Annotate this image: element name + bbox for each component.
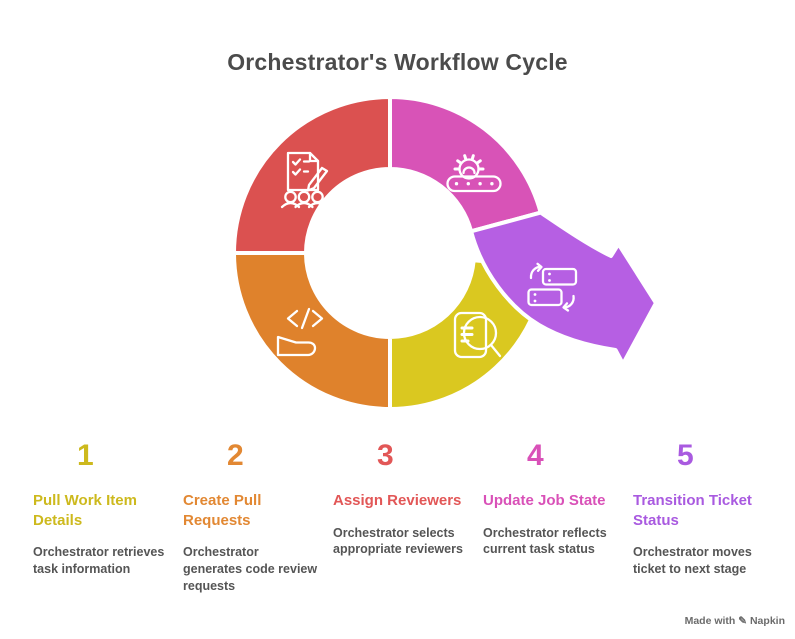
step-column-3: 3 Assign Reviewers Orchestrator selects … — [333, 441, 471, 558]
step-description: Orchestrator selects appropriate reviewe… — [333, 525, 463, 557]
code-icon — [276, 307, 324, 357]
step-number: 2 — [227, 439, 244, 472]
step-description: Orchestrator retrieves task information — [33, 545, 165, 576]
step-description: Orchestrator reflects current task statu… — [483, 525, 607, 557]
step-column-4: 4 Update Job State Orchestrator reflects… — [483, 441, 621, 558]
step-number: 1 — [77, 439, 94, 472]
steps-row: 1 Pull Work Item Details Orchestrator re… — [0, 441, 795, 611]
step-column-1: 1 Pull Work Item Details Orchestrator re… — [33, 441, 171, 578]
segment-transition-ticket-status-arrow — [469, 210, 658, 366]
document-search-icon — [453, 311, 502, 359]
step-title: Create Pull Requests — [183, 492, 262, 529]
step-title: Transition Ticket Status — [633, 492, 752, 529]
step-column-5: 5 Transition Ticket Status Orchestrator … — [633, 441, 771, 578]
review-checklist-icon — [280, 151, 329, 209]
segment-assign-reviewers — [232, 95, 392, 255]
ticket-transfer-icon — [527, 262, 578, 312]
step-description: Orchestrator generates code review reque… — [183, 545, 318, 593]
step-title: Pull Work Item Details — [33, 492, 137, 529]
step-number: 4 — [527, 439, 544, 472]
workflow-cycle-diagram — [232, 95, 658, 411]
step-description: Orchestrator moves ticket to next stage — [633, 545, 752, 576]
step-number: 3 — [377, 439, 394, 472]
step-column-2: 2 Create Pull Requests Orchestrator gene… — [183, 441, 321, 595]
segment-update-job-state — [388, 95, 543, 234]
gear-progress-icon — [446, 154, 502, 193]
segment-create-pull-requests — [232, 251, 392, 411]
step-title: Update Job State — [483, 492, 606, 509]
watermark: Made with ✎ Napkin — [684, 615, 785, 627]
step-title: Assign Reviewers — [333, 492, 462, 509]
step-number: 5 — [677, 439, 694, 472]
page-title: Orchestrator's Workflow Cycle — [227, 49, 568, 76]
